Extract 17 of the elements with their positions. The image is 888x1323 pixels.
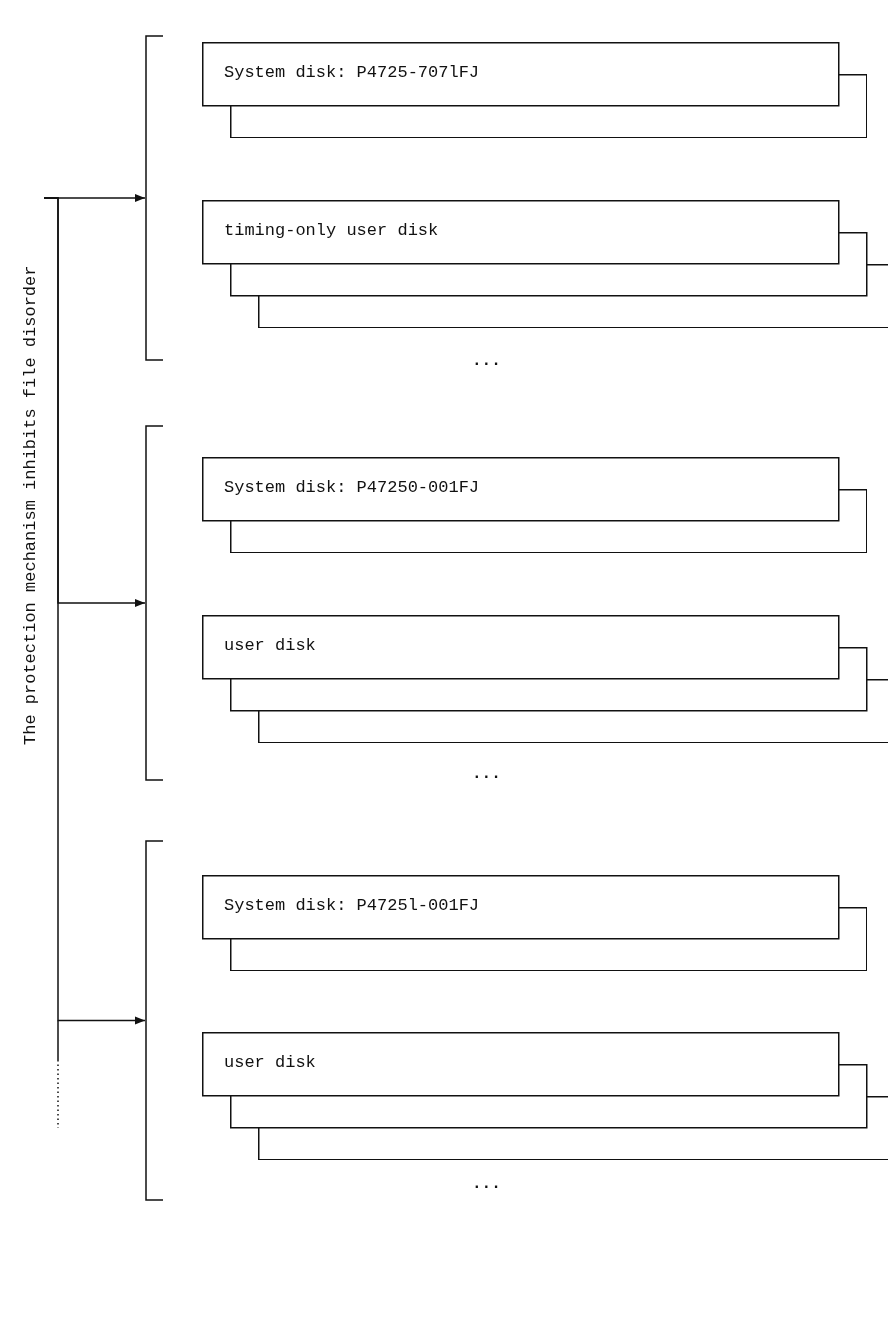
- ellipsis-text: ...: [472, 1175, 501, 1193]
- disk-label: timing-only user disk: [224, 220, 439, 240]
- disk-stack: [202, 615, 888, 743]
- disk-stack: [202, 457, 867, 553]
- disk-label: System disk: P4725-707lFJ: [224, 62, 480, 82]
- disk-label: System disk: P47250-001FJ: [224, 477, 480, 497]
- disk-stack: [202, 1032, 888, 1160]
- disk-stack: [202, 875, 867, 971]
- rotated-label: The protection mechanism inhibits file disorder: [18, 240, 44, 770]
- disk-label: System disk: P4725l-001FJ: [224, 895, 480, 915]
- disk-label: user disk: [224, 635, 316, 655]
- disk-label: user disk: [224, 1052, 316, 1072]
- arrow: [43, 197, 146, 1025]
- ellipsis-text: ...: [472, 765, 501, 783]
- ellipsis-text: ...: [472, 352, 501, 370]
- disk-stack: [202, 200, 888, 328]
- disk-stack: [202, 42, 867, 138]
